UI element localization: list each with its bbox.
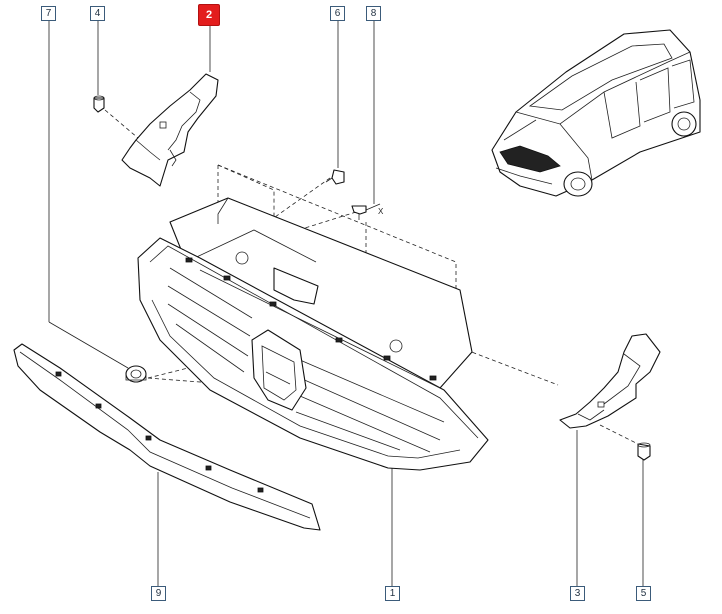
- callout-6[interactable]: 6: [330, 6, 345, 21]
- callout-7[interactable]: 7: [41, 6, 56, 21]
- round-clip-part-7[interactable]: [125, 365, 147, 383]
- callout-5[interactable]: 5: [636, 586, 651, 601]
- clip-part-4[interactable]: [93, 95, 105, 113]
- screw-part-6[interactable]: [325, 169, 345, 185]
- screw-axis-label: X: [378, 207, 384, 216]
- vehicle-location-thumbnail: [491, 29, 701, 197]
- leader-lines: [48, 21, 644, 586]
- clip-part-5[interactable]: [637, 442, 651, 461]
- callout-9[interactable]: 9: [151, 586, 166, 601]
- callout-4[interactable]: 4: [90, 6, 105, 21]
- callout-2-selected[interactable]: 2: [198, 4, 220, 26]
- right-bracket-part-3[interactable]: [559, 333, 661, 429]
- main-grille-part-1[interactable]: [137, 197, 489, 471]
- left-bracket-part-2[interactable]: [121, 73, 219, 187]
- callout-1[interactable]: 1: [385, 586, 400, 601]
- screw-part-8[interactable]: [351, 203, 381, 220]
- callout-3[interactable]: 3: [570, 586, 585, 601]
- callout-8[interactable]: 8: [366, 6, 381, 21]
- trim-strip-part-9[interactable]: [13, 343, 321, 531]
